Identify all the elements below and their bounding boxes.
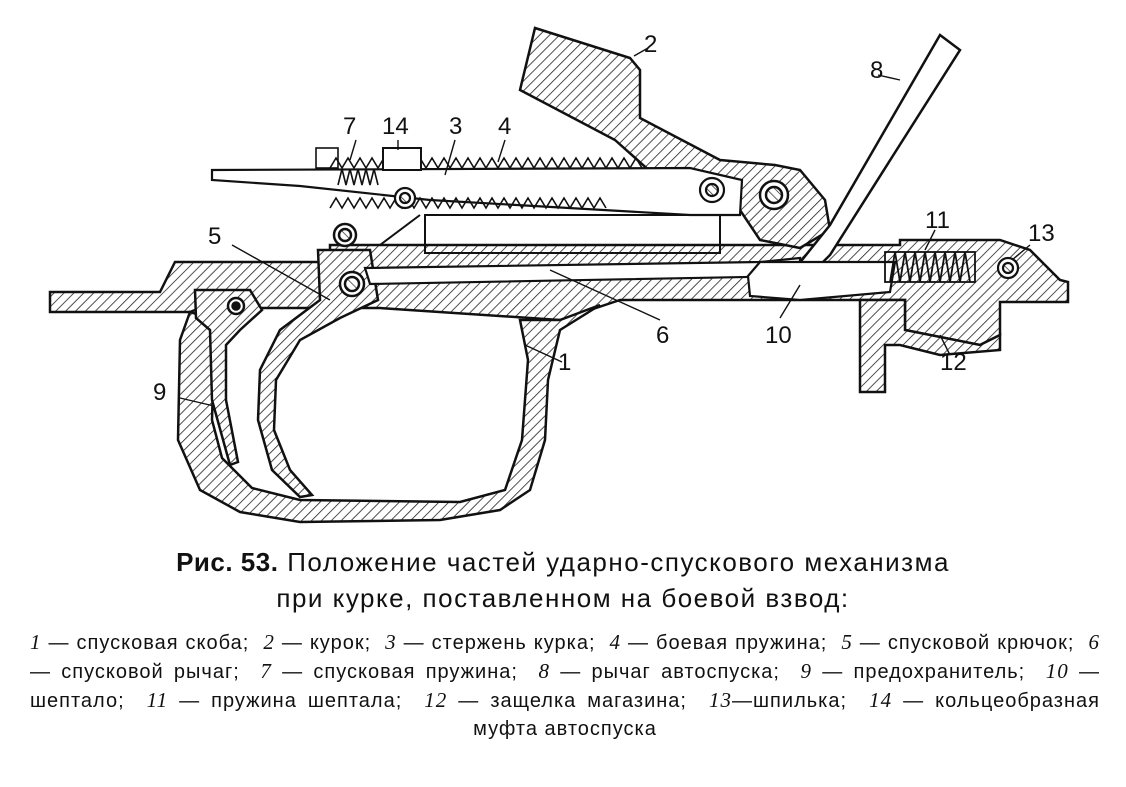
caption-text-2: при курке, поставленном на боевой взвод: [276,583,850,613]
trigger-spring [315,147,379,186]
legend-item: 10 — шептало; [30,659,1101,712]
callout-12: 12 [940,349,967,376]
pin [996,256,1020,280]
mechanism-diagram: 1 2 3 4 5 6 7 8 9 10 11 12 13 14 [48,26,1070,524]
callout-8: 8 [870,57,883,84]
figure-caption: Рис. 53. Положение частей ударно-спусков… [0,544,1126,616]
legend-item: 14 — кольцеобразная муфта автоспуска [473,688,1100,740]
callout-14: 14 [382,113,409,140]
callout-1: 1 [558,349,571,376]
legend-item: 8 — рычаг автоспуска; [538,659,780,683]
magazine-latch [858,298,1002,394]
legend-item: 4 — боевая пружина; [609,630,828,654]
trigger [256,222,380,499]
safety [193,288,264,467]
guide-housing [379,214,721,254]
legend-item: 6 — спусковой рычаг; [30,630,1100,683]
callout-labels: 1 2 3 4 5 6 7 8 9 10 11 12 13 14 [153,31,1055,406]
caption-text-1: Положение частей ударно-спускового механ… [287,547,950,577]
callout-4: 4 [498,113,511,140]
legend-item: 7 — спусковая пружина; [260,659,518,683]
callout-2: 2 [644,31,657,58]
callout-3: 3 [449,113,462,140]
leader-lines [179,47,1031,407]
sear [746,260,897,302]
legend-item: 13—шпилька; [709,688,848,712]
legend-item: 2 — курок; [263,630,372,654]
callout-10: 10 [765,322,792,349]
callout-13: 13 [1028,220,1055,247]
self-timer-coupling [382,147,422,171]
caption-line-1: Рис. 53. Положение частей ударно-спусков… [0,544,1126,580]
legend-item: 11 — пружина шептала; [146,688,403,712]
legend-item: 1 — спусковая скоба; [30,630,250,654]
sear-spring [884,251,976,283]
legend-item: 9 — предохранитель; [800,659,1026,683]
callout-9: 9 [153,379,166,406]
callout-7: 7 [343,113,356,140]
callout-6: 6 [656,322,669,349]
parts-legend: 1 — спусковая скоба; 2 — курок; 3 — стер… [30,628,1100,743]
legend-item: 3 — стержень курка; [385,630,596,654]
legend-item: 12 — защелка магазина; [424,688,687,712]
hammer-rod [210,166,744,217]
hammer-roller [393,186,417,210]
trigger-guard [176,303,601,524]
callout-5: 5 [208,223,221,250]
legend-item: 5 — спусковой крючок; [841,630,1075,654]
callout-11: 11 [925,207,950,234]
figure-label: Рис. 53. [176,547,279,577]
